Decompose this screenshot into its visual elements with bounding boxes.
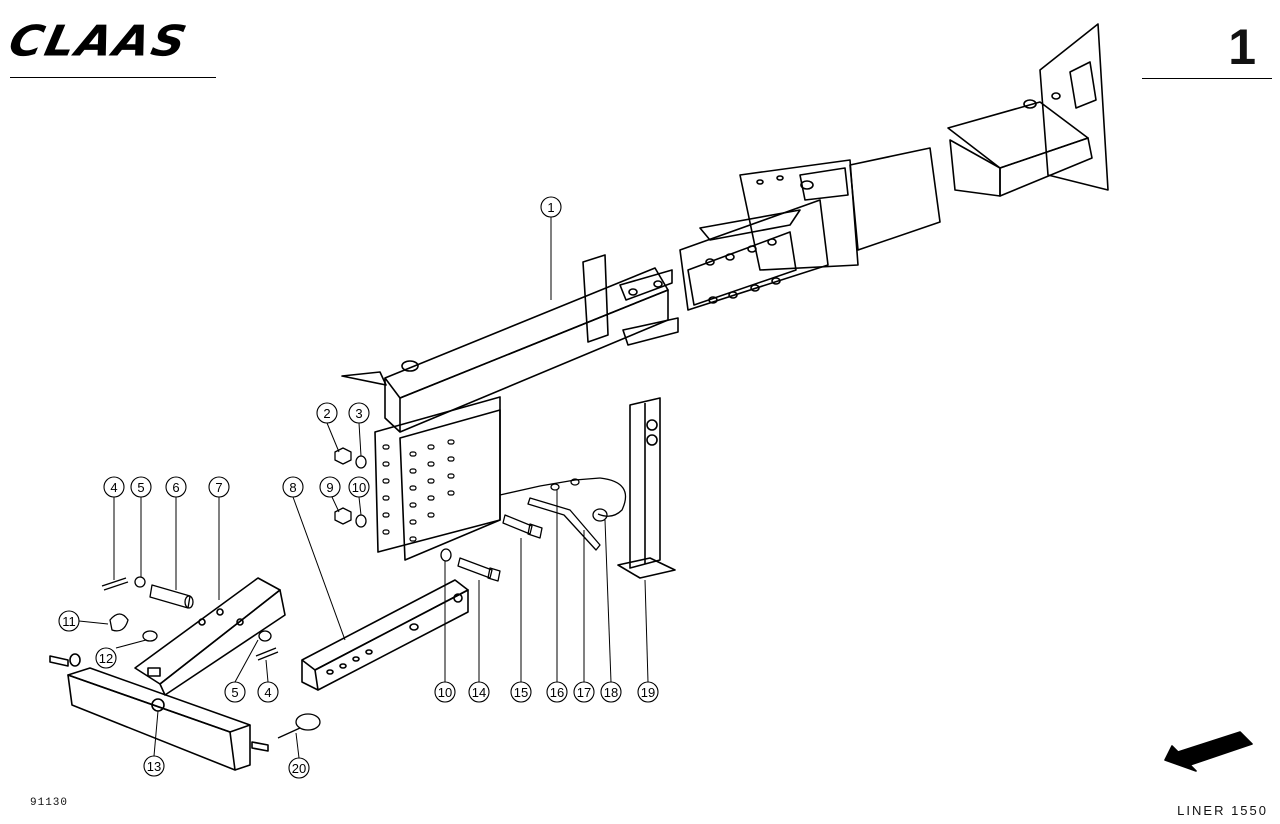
callout-20: 20 [292, 761, 306, 776]
callout-16: 16 [550, 685, 564, 700]
callout-6: 6 [172, 480, 179, 495]
callout-8: 8 [289, 480, 296, 495]
leader-lines [78, 217, 649, 759]
callout-9: 9 [326, 480, 333, 495]
callout-7: 7 [215, 480, 222, 495]
claas-logo: CLAAS [5, 14, 218, 78]
callout-5-lower: 5 [231, 685, 238, 700]
model-name: LINER 1550 [1177, 803, 1268, 818]
page-number: 1 [1228, 19, 1256, 75]
header-rule-left [10, 77, 216, 78]
callout-17: 17 [577, 685, 591, 700]
side-plate [374, 396, 501, 561]
support-stand [617, 397, 676, 579]
callout-10-lower: 10 [438, 685, 452, 700]
bolts [457, 514, 543, 582]
callout-5: 5 [137, 480, 144, 495]
header-rule-right [1142, 78, 1272, 79]
linch-pin [277, 713, 321, 739]
callout-labels: 1 2 3 4 5 6 7 8 9 10 11 12 5 4 10 14 15 … [62, 200, 655, 776]
callout-1: 1 [547, 200, 554, 215]
callout-4: 4 [110, 480, 117, 495]
callout-13: 13 [147, 759, 161, 774]
callout-3: 3 [355, 406, 362, 421]
cross-bar [49, 653, 269, 771]
direction-arrow-icon [1164, 731, 1253, 772]
callout-10: 10 [352, 480, 366, 495]
callout-4-lower: 4 [264, 685, 271, 700]
rear-mounting-section [947, 23, 1109, 197]
callout-19: 19 [641, 685, 655, 700]
callout-circles [58, 196, 659, 779]
callout-11: 11 [62, 614, 76, 629]
callout-14: 14 [472, 685, 486, 700]
hitch-extension-tube [301, 579, 469, 691]
hitch-link-arm [134, 577, 286, 696]
callout-15: 15 [514, 685, 528, 700]
middle-beam-section [679, 147, 941, 311]
lock-pin-with-chain [499, 477, 627, 551]
callout-18: 18 [604, 685, 618, 700]
drawing-number: 91130 [30, 797, 69, 809]
callout-2: 2 [323, 406, 330, 421]
pins-and-washers [101, 576, 279, 661]
main-drawbar-beam [341, 254, 679, 433]
callout-12: 12 [99, 651, 113, 666]
